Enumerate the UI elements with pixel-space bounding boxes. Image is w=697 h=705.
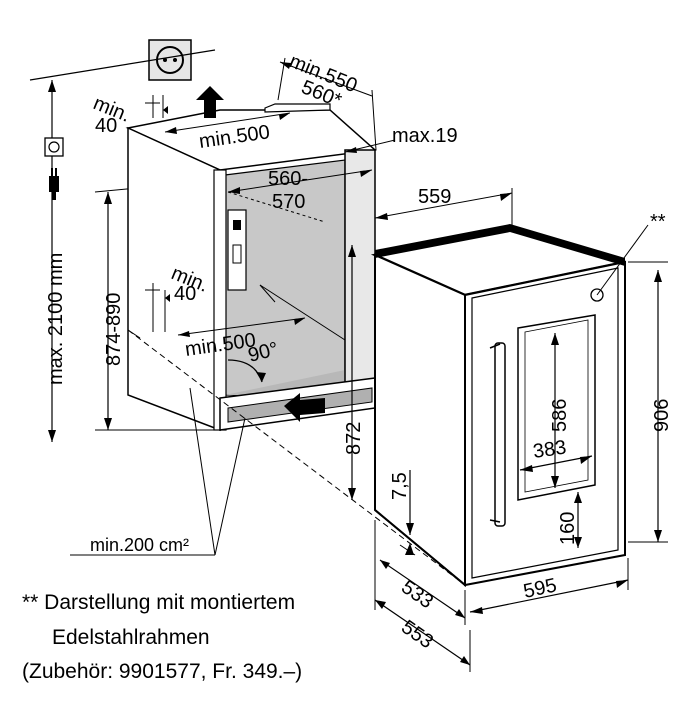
niche-width-label-1: 560- (268, 168, 308, 190)
depth-533-label: 533 (397, 576, 437, 613)
vent-area-label: min.200 cm² (90, 535, 189, 555)
wall-top-line (29, 49, 216, 81)
depth-553-label: 553 (397, 616, 437, 653)
footnote-line-3: (Zubehör: 9901577, Fr. 349.–) (22, 660, 303, 683)
window-bottom-label: 160 (557, 512, 579, 545)
niche-width-label-2: 570 (272, 191, 305, 213)
double-star-label: ** (650, 211, 666, 233)
cabinet-depth-label: 559 (418, 186, 451, 208)
frame-depth-label: max.19 (392, 125, 458, 147)
footnote-line-2: Edelstahlrahmen (52, 626, 210, 649)
footnote-line-1: ** Darstellung mit montiertem (22, 591, 296, 614)
airflow-arrow-icon (284, 393, 325, 422)
width-595-label: 595 (521, 574, 558, 602)
power-plug-icon (49, 168, 59, 200)
niche-height-label: 874-890 (103, 293, 125, 366)
door-offset-label: 7,5 (389, 472, 411, 500)
top-vent-gap-label-2: 40 (95, 115, 117, 137)
bottom-vent-gap-label-2: 40 (174, 283, 196, 305)
inner-height-label: 872 (343, 422, 365, 455)
wine-cabinet (370, 224, 626, 588)
power-socket-icon (44, 137, 64, 157)
wall-height-label: max. 2100 mm (45, 253, 67, 385)
niche-box (125, 103, 377, 432)
window-width-label: 383 (532, 437, 568, 463)
cabinet-height-label: 906 (651, 399, 673, 432)
airflow-arrow-icon (196, 86, 224, 118)
window-height-label: 586 (549, 399, 571, 432)
